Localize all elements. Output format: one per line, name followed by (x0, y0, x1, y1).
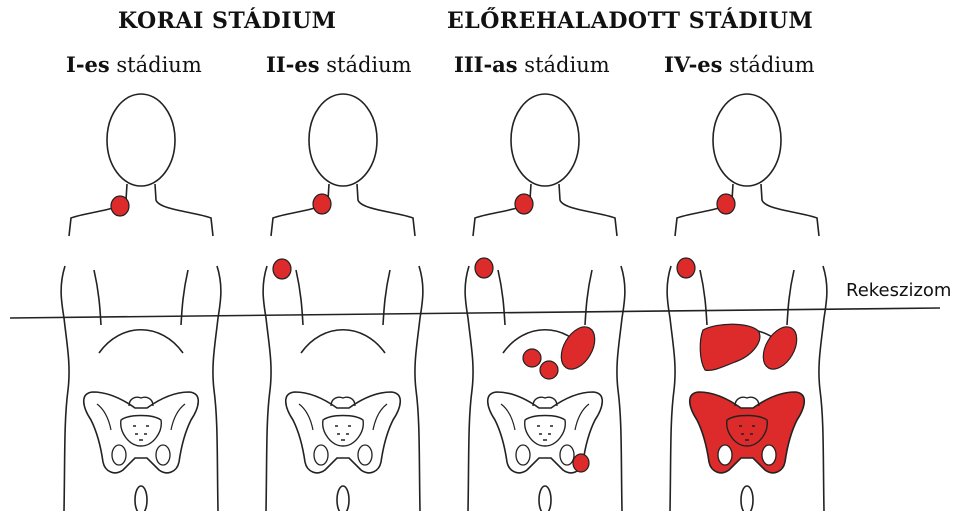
stage-3-neck-node (515, 194, 533, 214)
stage-1-torso (61, 266, 221, 511)
stage-3-axillary-node (475, 258, 493, 278)
stage-4-obturator-left (718, 445, 732, 465)
stage-4-spleen (756, 321, 803, 375)
stage-2-head-neck (271, 94, 415, 236)
stage-1-pelvis (84, 392, 199, 473)
stage-2-axillary-node (273, 259, 291, 279)
stage-4-neck-node (717, 194, 735, 214)
stage-3-head-neck (473, 94, 617, 236)
stage-2-pelvis (286, 392, 401, 473)
stage-4-axillary-node (677, 258, 695, 278)
stage-1-figure (61, 94, 221, 511)
diaphragm-line (10, 308, 940, 318)
stage-4-obturator-right (762, 445, 776, 465)
stage-4-pelvis-bone (690, 392, 805, 473)
stage-4-torso (667, 266, 827, 511)
stage-3-inguinal-node (573, 454, 589, 472)
stage-1-head-neck (69, 94, 213, 236)
stage-3-torso (465, 266, 625, 511)
stage-4-liver (700, 324, 760, 370)
stage-2-neck-node (313, 194, 331, 214)
stage-2-figure (263, 94, 423, 511)
stage-2-torso (263, 266, 423, 511)
stage-3-abdominal-node-upper (523, 349, 541, 367)
stage-4-figure (667, 94, 827, 511)
stage-4-sacrum-line (735, 397, 759, 406)
stage-4-head-neck (675, 94, 819, 236)
stage-1-neck-node (111, 196, 129, 216)
stage-3-abdominal-node-lower (540, 361, 558, 379)
stage-3-spleen (554, 321, 601, 375)
stage-3-figure (465, 94, 625, 511)
